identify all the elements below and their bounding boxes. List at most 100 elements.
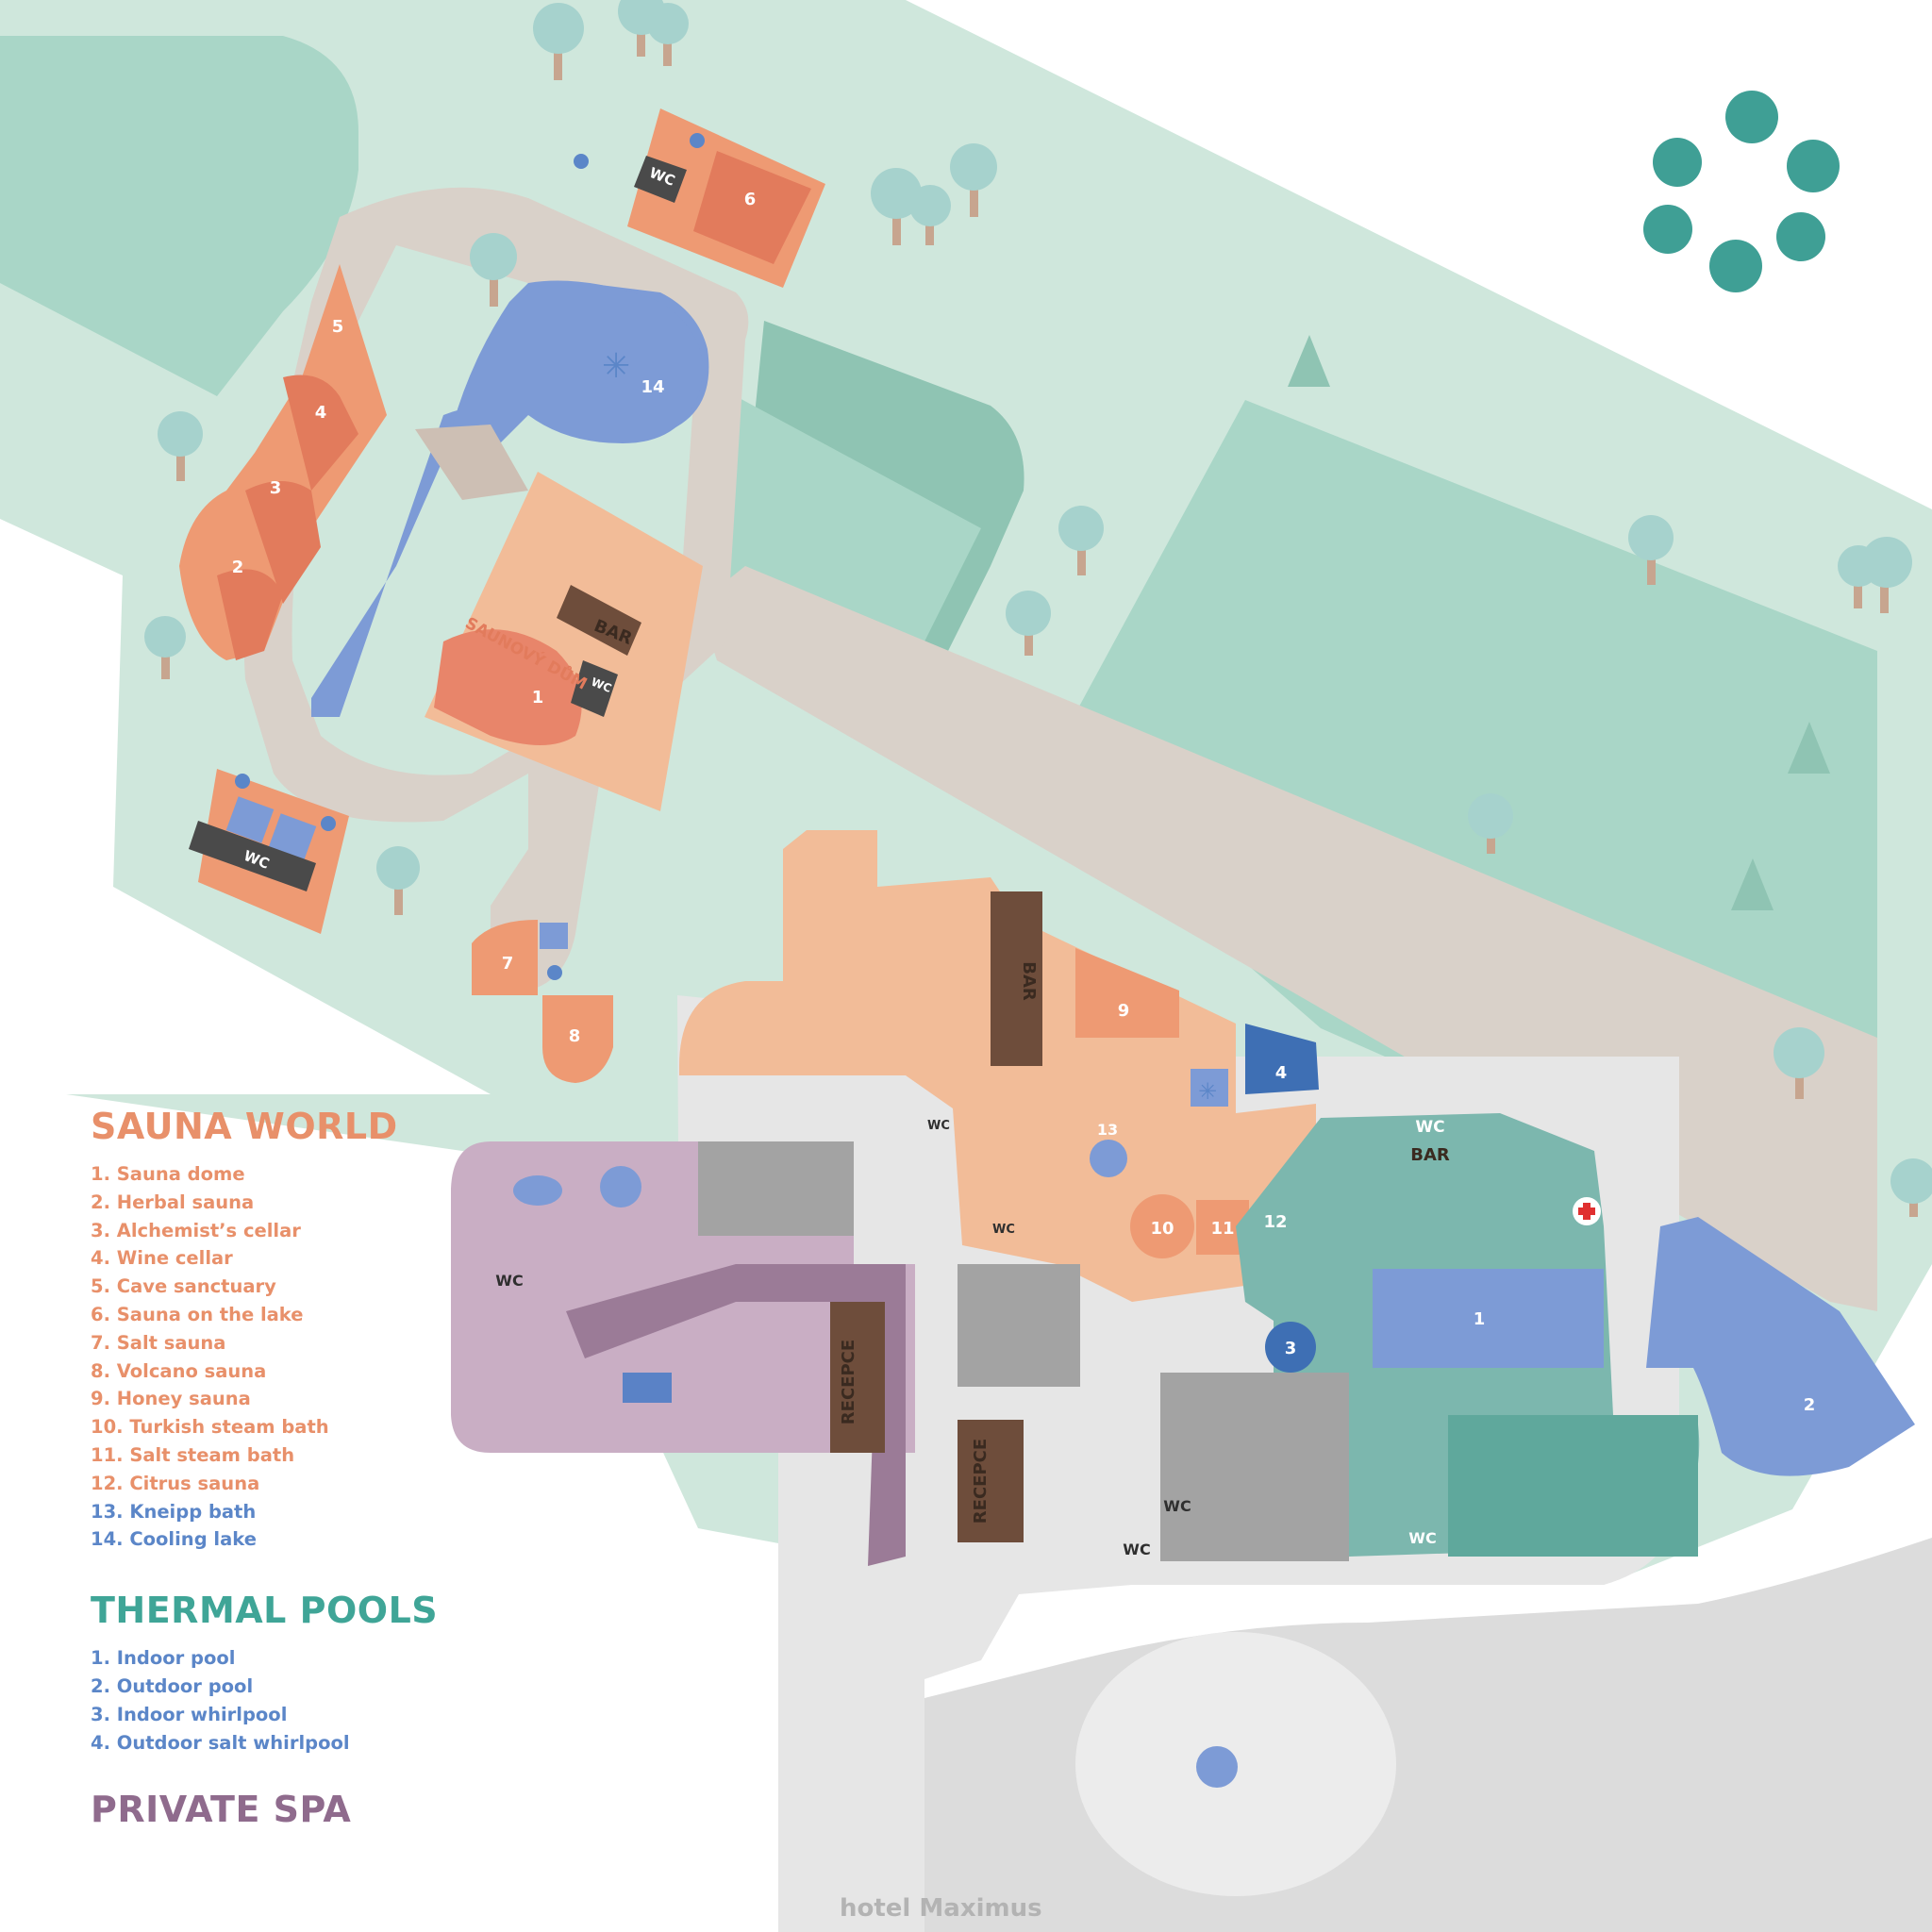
locker-block-3	[698, 1141, 854, 1236]
spa-tub-1	[513, 1175, 562, 1206]
stone	[1643, 205, 1692, 254]
tree-icon	[1006, 591, 1051, 656]
sauna-world-title: SAUNA WORLD	[91, 1106, 398, 1147]
snowflake-icon: ✳	[1198, 1078, 1217, 1105]
legend-item: 2. Herbal sauna	[91, 1191, 255, 1213]
bar-counter	[991, 891, 1042, 1066]
driveway	[924, 1538, 1932, 1932]
shower-icon	[321, 816, 336, 831]
tree-icon	[1468, 793, 1513, 854]
tree-icon	[470, 233, 517, 307]
sauna-number-2: 2	[232, 558, 244, 577]
legend-item: 12. Citrus sauna	[91, 1472, 260, 1494]
snowflake-icon: ✳	[602, 347, 630, 386]
legend-item: 2. Outdoor pool	[91, 1674, 254, 1697]
legend-item: 4. Outdoor salt whirlpool	[91, 1731, 350, 1754]
hotel-label: hotel Maximus	[840, 1894, 1042, 1923]
tree-icon	[144, 616, 186, 679]
wc-label: WC	[1415, 1118, 1444, 1137]
sauna-number-14: 14	[641, 377, 664, 397]
recepce-desk-1	[830, 1302, 885, 1453]
sauna-6-wc	[634, 156, 687, 203]
wc-label: WC	[1123, 1541, 1150, 1558]
wc-label: WC	[1163, 1497, 1191, 1515]
sauna-world-list: 1. Sauna dome 2. Herbal sauna 3. Alchemi…	[91, 1160, 487, 1554]
wc-label: WC	[992, 1223, 1015, 1237]
recepce-label: RECEPCE	[971, 1439, 991, 1524]
legend-item: 3. Alchemist’s cellar	[91, 1219, 301, 1241]
stone	[1725, 91, 1778, 143]
svg-text:✳: ✳	[602, 347, 630, 386]
legend-item: 6. Sauna on the lake	[91, 1303, 304, 1325]
dark-lawn-nw	[0, 36, 358, 396]
legend-item: 13. Kneipp bath	[91, 1500, 257, 1523]
stone	[1787, 140, 1840, 192]
sauna-dome-1	[434, 629, 582, 745]
kneipp-bath-13	[1090, 1140, 1127, 1177]
tree-icon	[1058, 506, 1104, 575]
locker-block-1	[958, 1264, 1080, 1387]
legend-item: 7. Salt sauna	[91, 1331, 226, 1354]
legend-item: 1. Sauna dome	[91, 1163, 245, 1185]
legend-item: 1. Indoor pool	[91, 1647, 236, 1670]
wc-label: WC	[927, 1119, 950, 1133]
sauna-6-room	[693, 151, 811, 264]
tree-icon	[1861, 537, 1912, 613]
thermal-pools-title: THERMAL POOLS	[91, 1590, 439, 1632]
sauna-4-dome	[283, 375, 358, 491]
stone	[1653, 138, 1702, 187]
sauna-number-1: 1	[532, 688, 544, 708]
svg-text:✳: ✳	[1198, 1078, 1217, 1105]
shower-icon	[547, 965, 562, 980]
sauna-number-3: 3	[270, 478, 282, 498]
bar-label: BAR	[1019, 961, 1039, 1001]
sauna-number-10: 10	[1150, 1219, 1174, 1239]
tree-icon	[909, 185, 951, 245]
private-spa-title: PRIVATE SPA	[91, 1789, 352, 1831]
shower-plunge-1	[225, 796, 275, 843]
pool-number-4: 4	[1275, 1063, 1288, 1083]
cooling-lake-upper	[453, 280, 703, 453]
volcano-sauna-8	[542, 995, 613, 1083]
fountain	[1196, 1746, 1238, 1788]
legend-item: 3. Indoor whirlpool	[91, 1703, 288, 1725]
thermal-lounge	[1448, 1415, 1698, 1557]
sauna-3-dome	[245, 481, 321, 604]
pool-number-2: 2	[1804, 1395, 1816, 1415]
salt-sauna-7	[472, 920, 538, 995]
bridge	[415, 425, 528, 500]
indoor-whirlpool-3	[1265, 1322, 1316, 1373]
pine-tree-icon	[1288, 335, 1330, 387]
sauna-number-8: 8	[569, 1026, 581, 1046]
sauna-number-7: 7	[502, 954, 514, 974]
tree-icon	[158, 411, 203, 481]
sauna-number-6: 6	[744, 190, 757, 209]
tree-icon	[950, 143, 997, 217]
tree-icon	[533, 3, 584, 80]
shower-icon	[574, 154, 589, 169]
indoor-pool-1	[1373, 1269, 1604, 1368]
tree-icon	[1890, 1158, 1932, 1217]
sauna-number-11: 11	[1210, 1219, 1234, 1239]
legend-item: 4. Wine cellar	[91, 1247, 233, 1270]
tree-icon	[1774, 1027, 1824, 1099]
shower-plunge-2	[268, 813, 317, 860]
sauna-number-4: 4	[315, 403, 327, 423]
wc-label: WC	[1408, 1529, 1436, 1547]
outdoor-pool-2	[1646, 1217, 1915, 1476]
private-spa-corridor	[566, 1264, 906, 1566]
recepce-label: RECEPCE	[839, 1340, 858, 1424]
recepce-desk-2	[958, 1420, 1024, 1542]
sauna-dome-bar	[557, 585, 641, 656]
tree-icon	[647, 3, 689, 66]
salt-sauna-snow	[540, 923, 568, 949]
bar-label: BAR	[1410, 1145, 1450, 1165]
stone	[1709, 240, 1762, 292]
legend-item: 14. Cooling lake	[91, 1528, 257, 1551]
sauna-number-9: 9	[1118, 1001, 1130, 1021]
pine-tree-icon	[1731, 858, 1774, 910]
white-road-band	[0, 519, 491, 1094]
legend-item: 10. Turkish steam bath	[91, 1416, 329, 1439]
honey-sauna-9	[1075, 948, 1179, 1038]
